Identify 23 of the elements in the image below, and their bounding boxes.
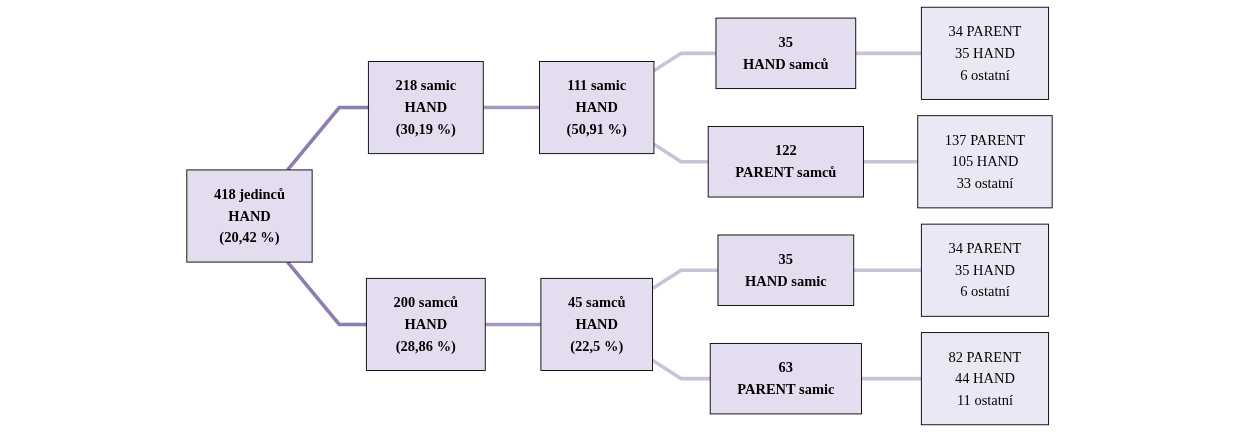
connector	[653, 51, 716, 73]
connector	[855, 51, 922, 56]
connector	[485, 322, 541, 327]
connector	[651, 268, 718, 291]
node-box: 45 samců HAND (22,5 %)	[540, 277, 653, 371]
node-box: 418 jedinců HAND (20,42 %)	[186, 169, 313, 263]
node-box: 200 samců HAND (28,86 %)	[365, 277, 486, 371]
node-box: 82 PARENT 44 HAND 11 ostatní	[920, 332, 1049, 426]
connector	[483, 105, 540, 110]
node-box: 137 PARENT 105 HAND 33 ostatní	[917, 115, 1053, 209]
node-box: 34 PARENT 35 HAND 6 ostatní	[920, 223, 1049, 317]
connector	[853, 268, 922, 273]
node-box: 111 samic HAND (50,91 %)	[539, 61, 655, 155]
connector	[651, 358, 711, 381]
node-box: 218 samic HAND (30,19 %)	[367, 61, 484, 155]
node-box: 35 HAND samic	[717, 234, 855, 306]
connector	[863, 159, 918, 164]
node-box: 34 PARENT 35 HAND 6 ostatní	[920, 6, 1049, 100]
node-box: 122 PARENT samců	[707, 126, 864, 198]
connector	[861, 376, 922, 381]
node-box: 35 HAND samců	[715, 17, 857, 89]
node-box: 63 PARENT samic	[709, 343, 862, 415]
connector	[652, 142, 709, 164]
